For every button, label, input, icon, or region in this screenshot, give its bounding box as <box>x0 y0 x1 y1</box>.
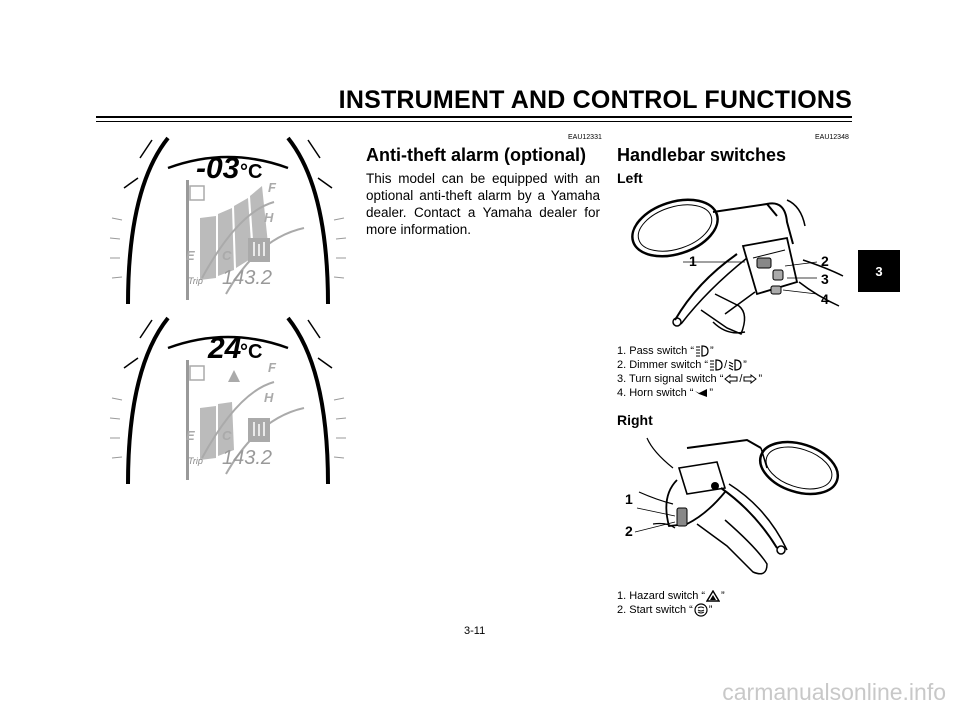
page-header-title: INSTRUMENT AND CONTROL FUNCTIONS <box>338 86 852 114</box>
trip-label: Trip <box>188 456 203 466</box>
right-arrow-icon <box>743 374 758 385</box>
fuel-full-label: F <box>268 180 277 195</box>
fuel-empty-label: E <box>186 428 195 443</box>
hazard-triangle-icon <box>706 590 721 602</box>
high-beam-icon <box>710 359 723 371</box>
callout-3: 3 <box>821 271 829 287</box>
gauge-illustration-warm: 24 °C F H E C Trip 143.2 <box>109 316 347 484</box>
fuel-full-label: F <box>268 360 277 375</box>
page-number: 3-11 <box>464 625 486 637</box>
fuel-pump-icon <box>189 365 205 381</box>
temp-cold-label: C <box>222 428 232 443</box>
gauge-temperature-unit: °C <box>240 161 262 183</box>
gauge-temperature-unit: °C <box>240 341 262 363</box>
gauge-illustration-cold: -03 °C F H E C Trip 143.2 <box>109 136 347 304</box>
right-subheading: Right <box>617 412 653 428</box>
callout-4: 4 <box>821 291 829 307</box>
header-rule <box>96 116 852 118</box>
gauge-temperature-readout: -03 <box>196 152 240 185</box>
section-code: EAU12348 <box>815 134 849 141</box>
caption-dimmer-switch: 2. Dimmer switch “/” <box>617 359 747 371</box>
hazard-switch-shape <box>676 507 688 527</box>
temp-cold-label: C <box>222 248 232 263</box>
high-beam-icon <box>696 345 709 357</box>
trip-label: Trip <box>188 276 203 286</box>
temp-hot-label: H <box>264 390 274 405</box>
section-code: EAU12331 <box>568 134 602 141</box>
anti-theft-heading: Anti-theft alarm (optional) <box>366 145 586 165</box>
trip-readout: 143.2 <box>222 267 272 289</box>
left-subheading: Left <box>617 170 643 186</box>
turn-signal-switch-shape <box>772 269 784 281</box>
temp-hot-label: H <box>264 210 274 225</box>
gauge-temperature-readout: 24 <box>207 332 242 365</box>
dimmer-switch-shape <box>756 257 772 269</box>
callout-1: 1 <box>689 253 697 269</box>
caption-horn-switch: 4. Horn switch “” <box>617 387 714 399</box>
callout-2: 2 <box>625 523 633 539</box>
throttle-pivot <box>711 482 719 490</box>
anti-theft-body: This model can be equipped with an optio… <box>366 171 600 237</box>
left-handlebar-illustration: 1 2 3 4 <box>631 198 844 335</box>
warning-triangle-icon <box>228 370 240 382</box>
callout-1: 1 <box>625 491 633 507</box>
horn-switch-shape <box>770 285 782 295</box>
low-beam-icon <box>728 359 742 371</box>
left-arrow-icon <box>724 374 738 385</box>
right-handlebar-illustration: 1 2 <box>625 437 840 575</box>
caption-start-switch: 2. Start switch “” <box>617 603 713 617</box>
header-rule-thin <box>96 121 852 122</box>
watermark: carmanualsonline.info <box>722 679 946 705</box>
fuel-pump-icon <box>189 185 205 201</box>
caption-turn-signal-switch: 3. Turn signal switch “/” <box>617 373 763 385</box>
chapter-tab[interactable]: 3 <box>858 250 900 292</box>
trip-readout: 143.2 <box>222 447 272 469</box>
start-icon <box>694 603 708 617</box>
caption-hazard-switch: 1. Hazard switch “” <box>617 590 725 602</box>
callout-2: 2 <box>821 253 829 269</box>
horn-icon <box>695 389 708 398</box>
caption-pass-switch: 1. Pass switch “” <box>617 345 714 357</box>
handlebar-heading: Handlebar switches <box>617 145 787 165</box>
fuel-empty-label: E <box>186 248 195 263</box>
